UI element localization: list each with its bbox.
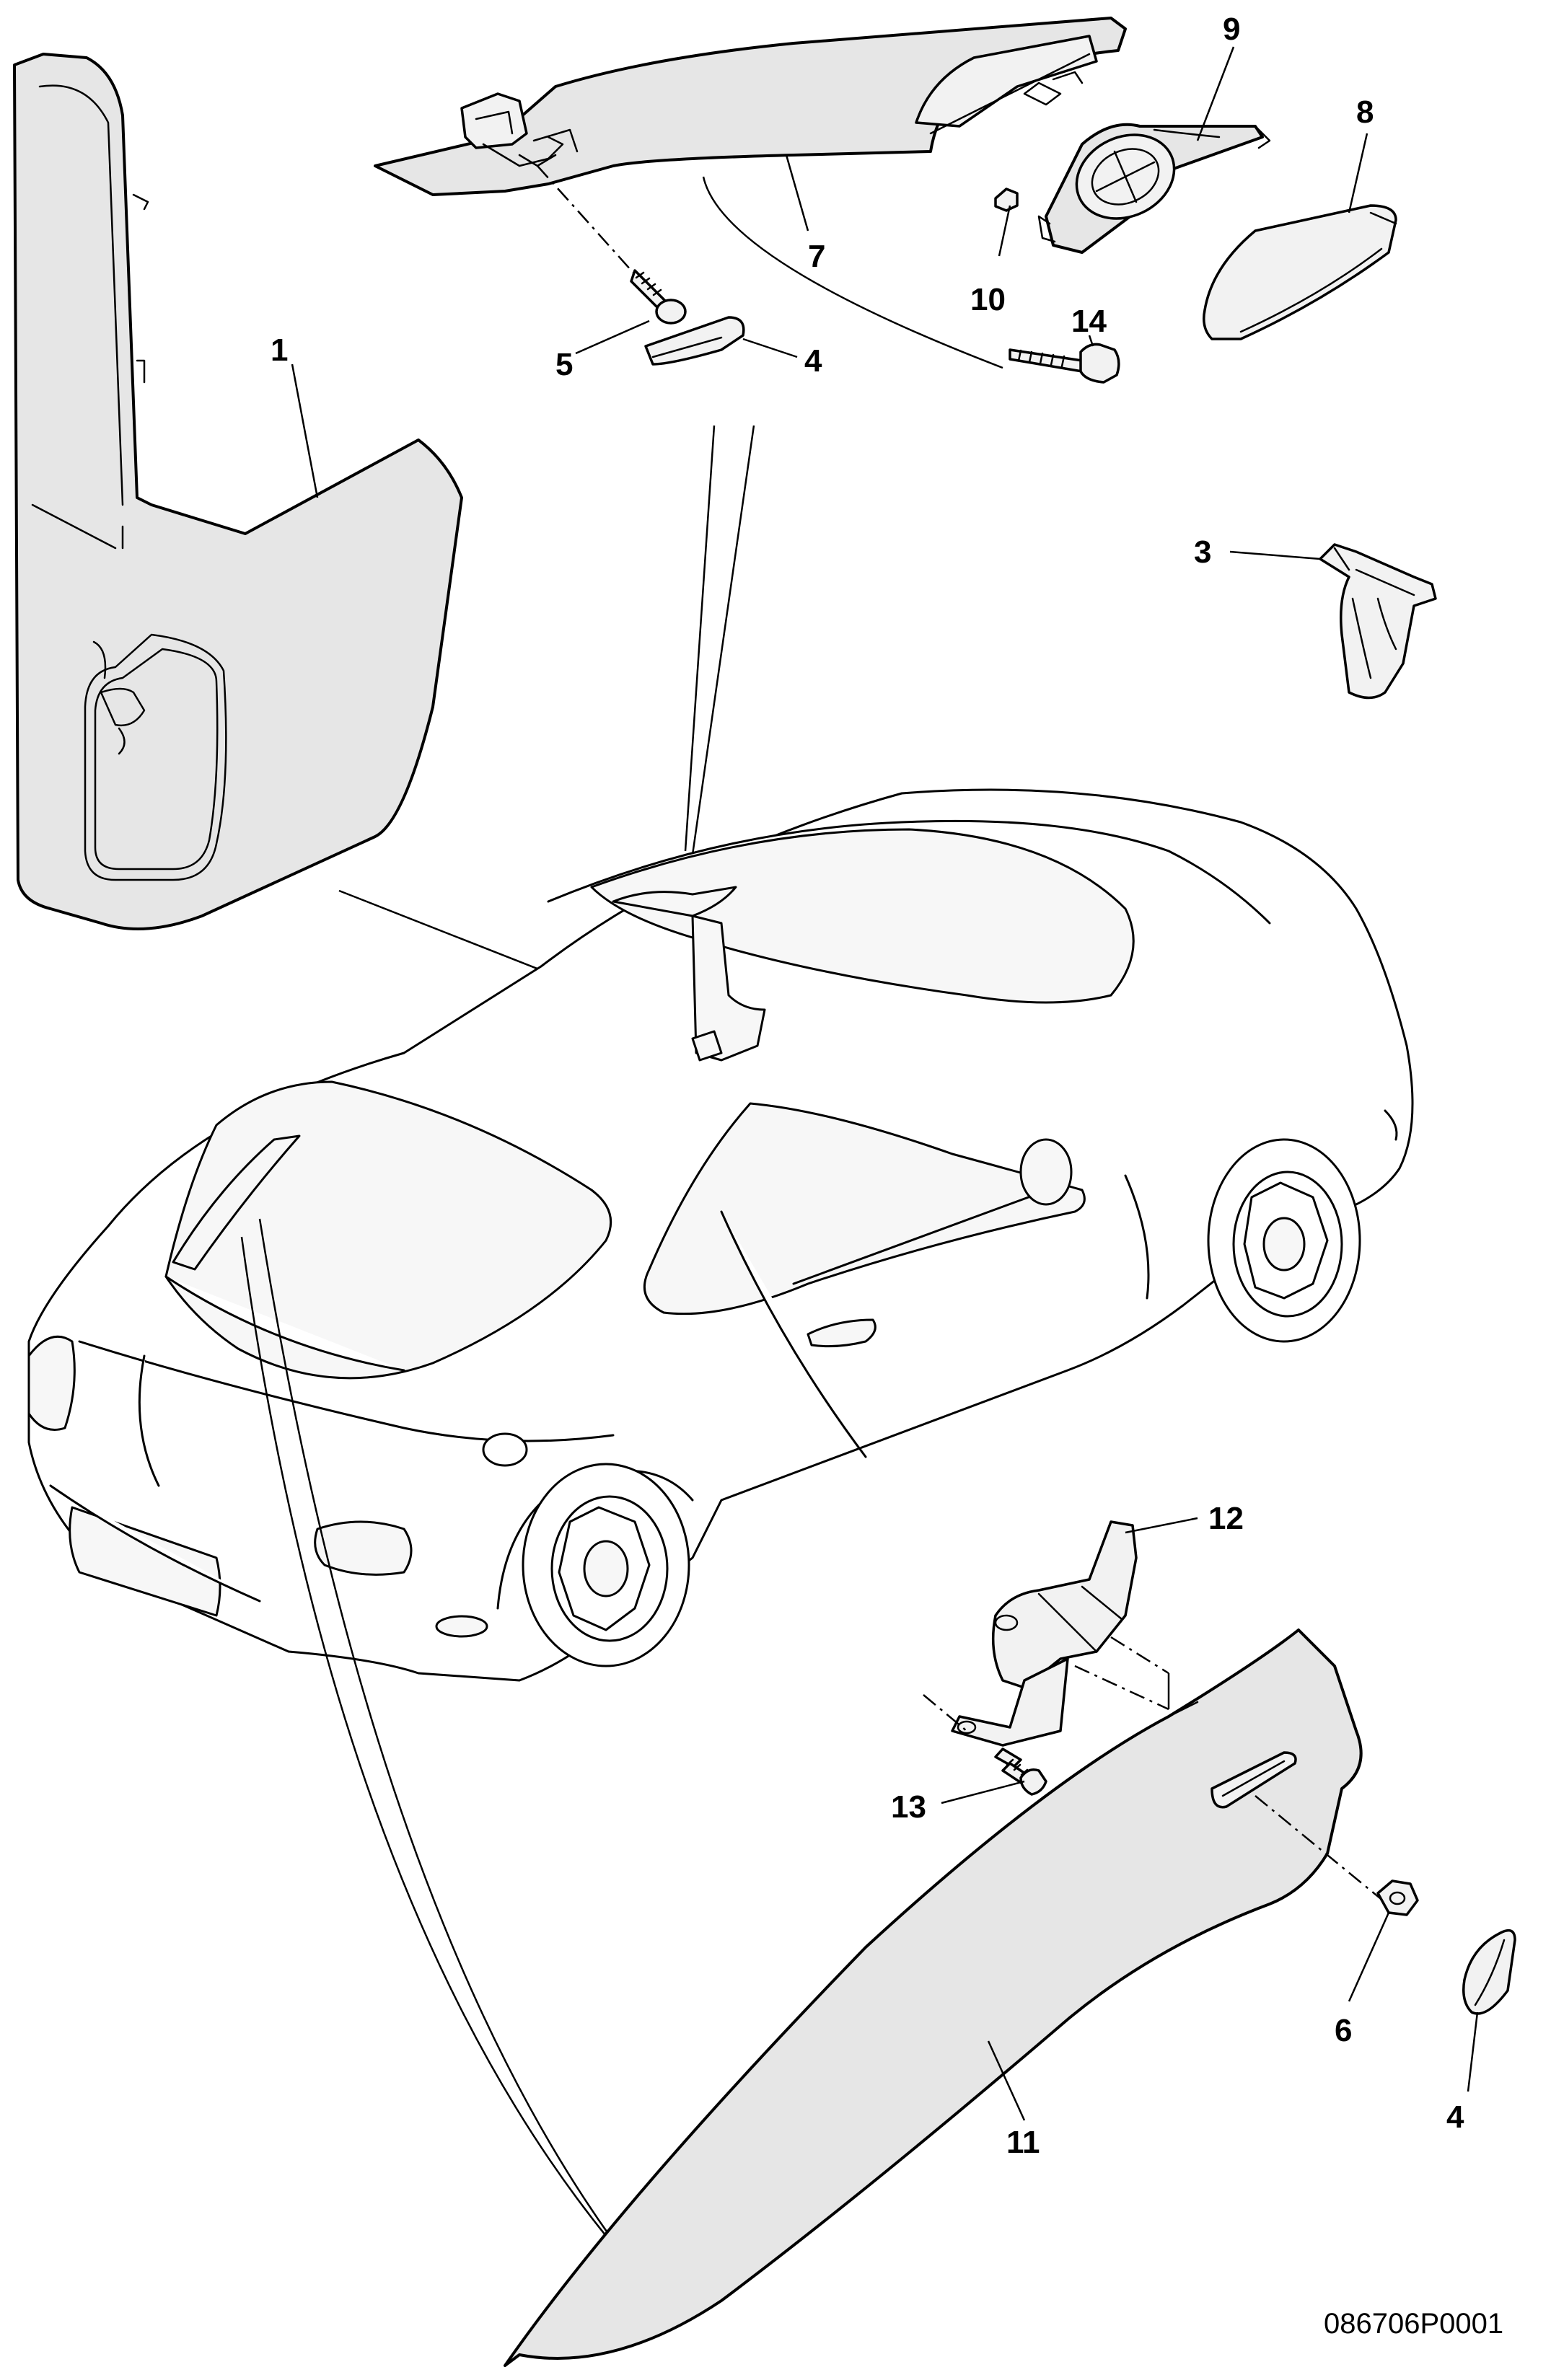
callout-4-lower: 4 <box>1446 2099 1464 2135</box>
callout-10: 10 <box>970 282 1006 317</box>
callout-1: 1 <box>271 332 288 368</box>
view-arc-upper <box>702 176 1003 369</box>
part-7-headliner-trim <box>374 17 1127 196</box>
part-14-screw <box>1009 343 1120 384</box>
callout-4-upper: 4 <box>804 343 822 379</box>
callout-6: 6 <box>1335 2013 1352 2048</box>
part-9-vent-assembly <box>1037 123 1271 254</box>
callout-14: 14 <box>1071 304 1107 339</box>
part-3-retaining-clip <box>1319 543 1437 700</box>
car-illustration <box>27 788 1414 1682</box>
callout-labels: 1 3 4 5 6 7 8 9 10 11 12 13 14 4 <box>271 12 1464 2160</box>
assembly-line-13 <box>923 1694 967 1732</box>
reference-code: 086706P0001 <box>1324 2308 1503 2340</box>
part-5-screw <box>630 269 687 325</box>
assembly-line-12b <box>1110 1636 1169 1675</box>
callout-12: 12 <box>1208 1501 1244 1536</box>
view-ray-a <box>684 425 716 852</box>
callout-5: 5 <box>555 347 573 382</box>
part-4-cap-upper <box>644 316 745 366</box>
view-arc-lower-b <box>258 1218 643 2280</box>
part-1-pillar-trim <box>13 53 463 930</box>
part-13-bolt <box>994 1747 1047 1796</box>
leader-lines <box>291 46 1479 2121</box>
part-12-bracket <box>951 1520 1138 1747</box>
callout-11: 11 <box>1006 2125 1040 2160</box>
callout-7: 7 <box>808 239 825 274</box>
view-arc-lower-a <box>240 1236 650 2287</box>
callout-8: 8 <box>1356 94 1374 130</box>
part-8-cover <box>1203 204 1397 340</box>
part-10-clip-nut <box>994 188 1019 212</box>
assembly-line-6 <box>1255 1795 1397 1912</box>
part-4-cap-lower <box>1462 1929 1516 2015</box>
part-6-nut <box>1376 1879 1419 1916</box>
callout-13: 13 <box>891 1789 926 1825</box>
callout-3: 3 <box>1194 534 1211 570</box>
front-wheel <box>522 1463 690 1667</box>
view-ray-b <box>691 425 755 855</box>
assembly-line-12a <box>1074 1665 1169 1711</box>
part-11-a-pillar-trim <box>504 1628 1363 2367</box>
rear-wheel <box>1207 1138 1361 1343</box>
callout-9: 9 <box>1223 12 1240 47</box>
